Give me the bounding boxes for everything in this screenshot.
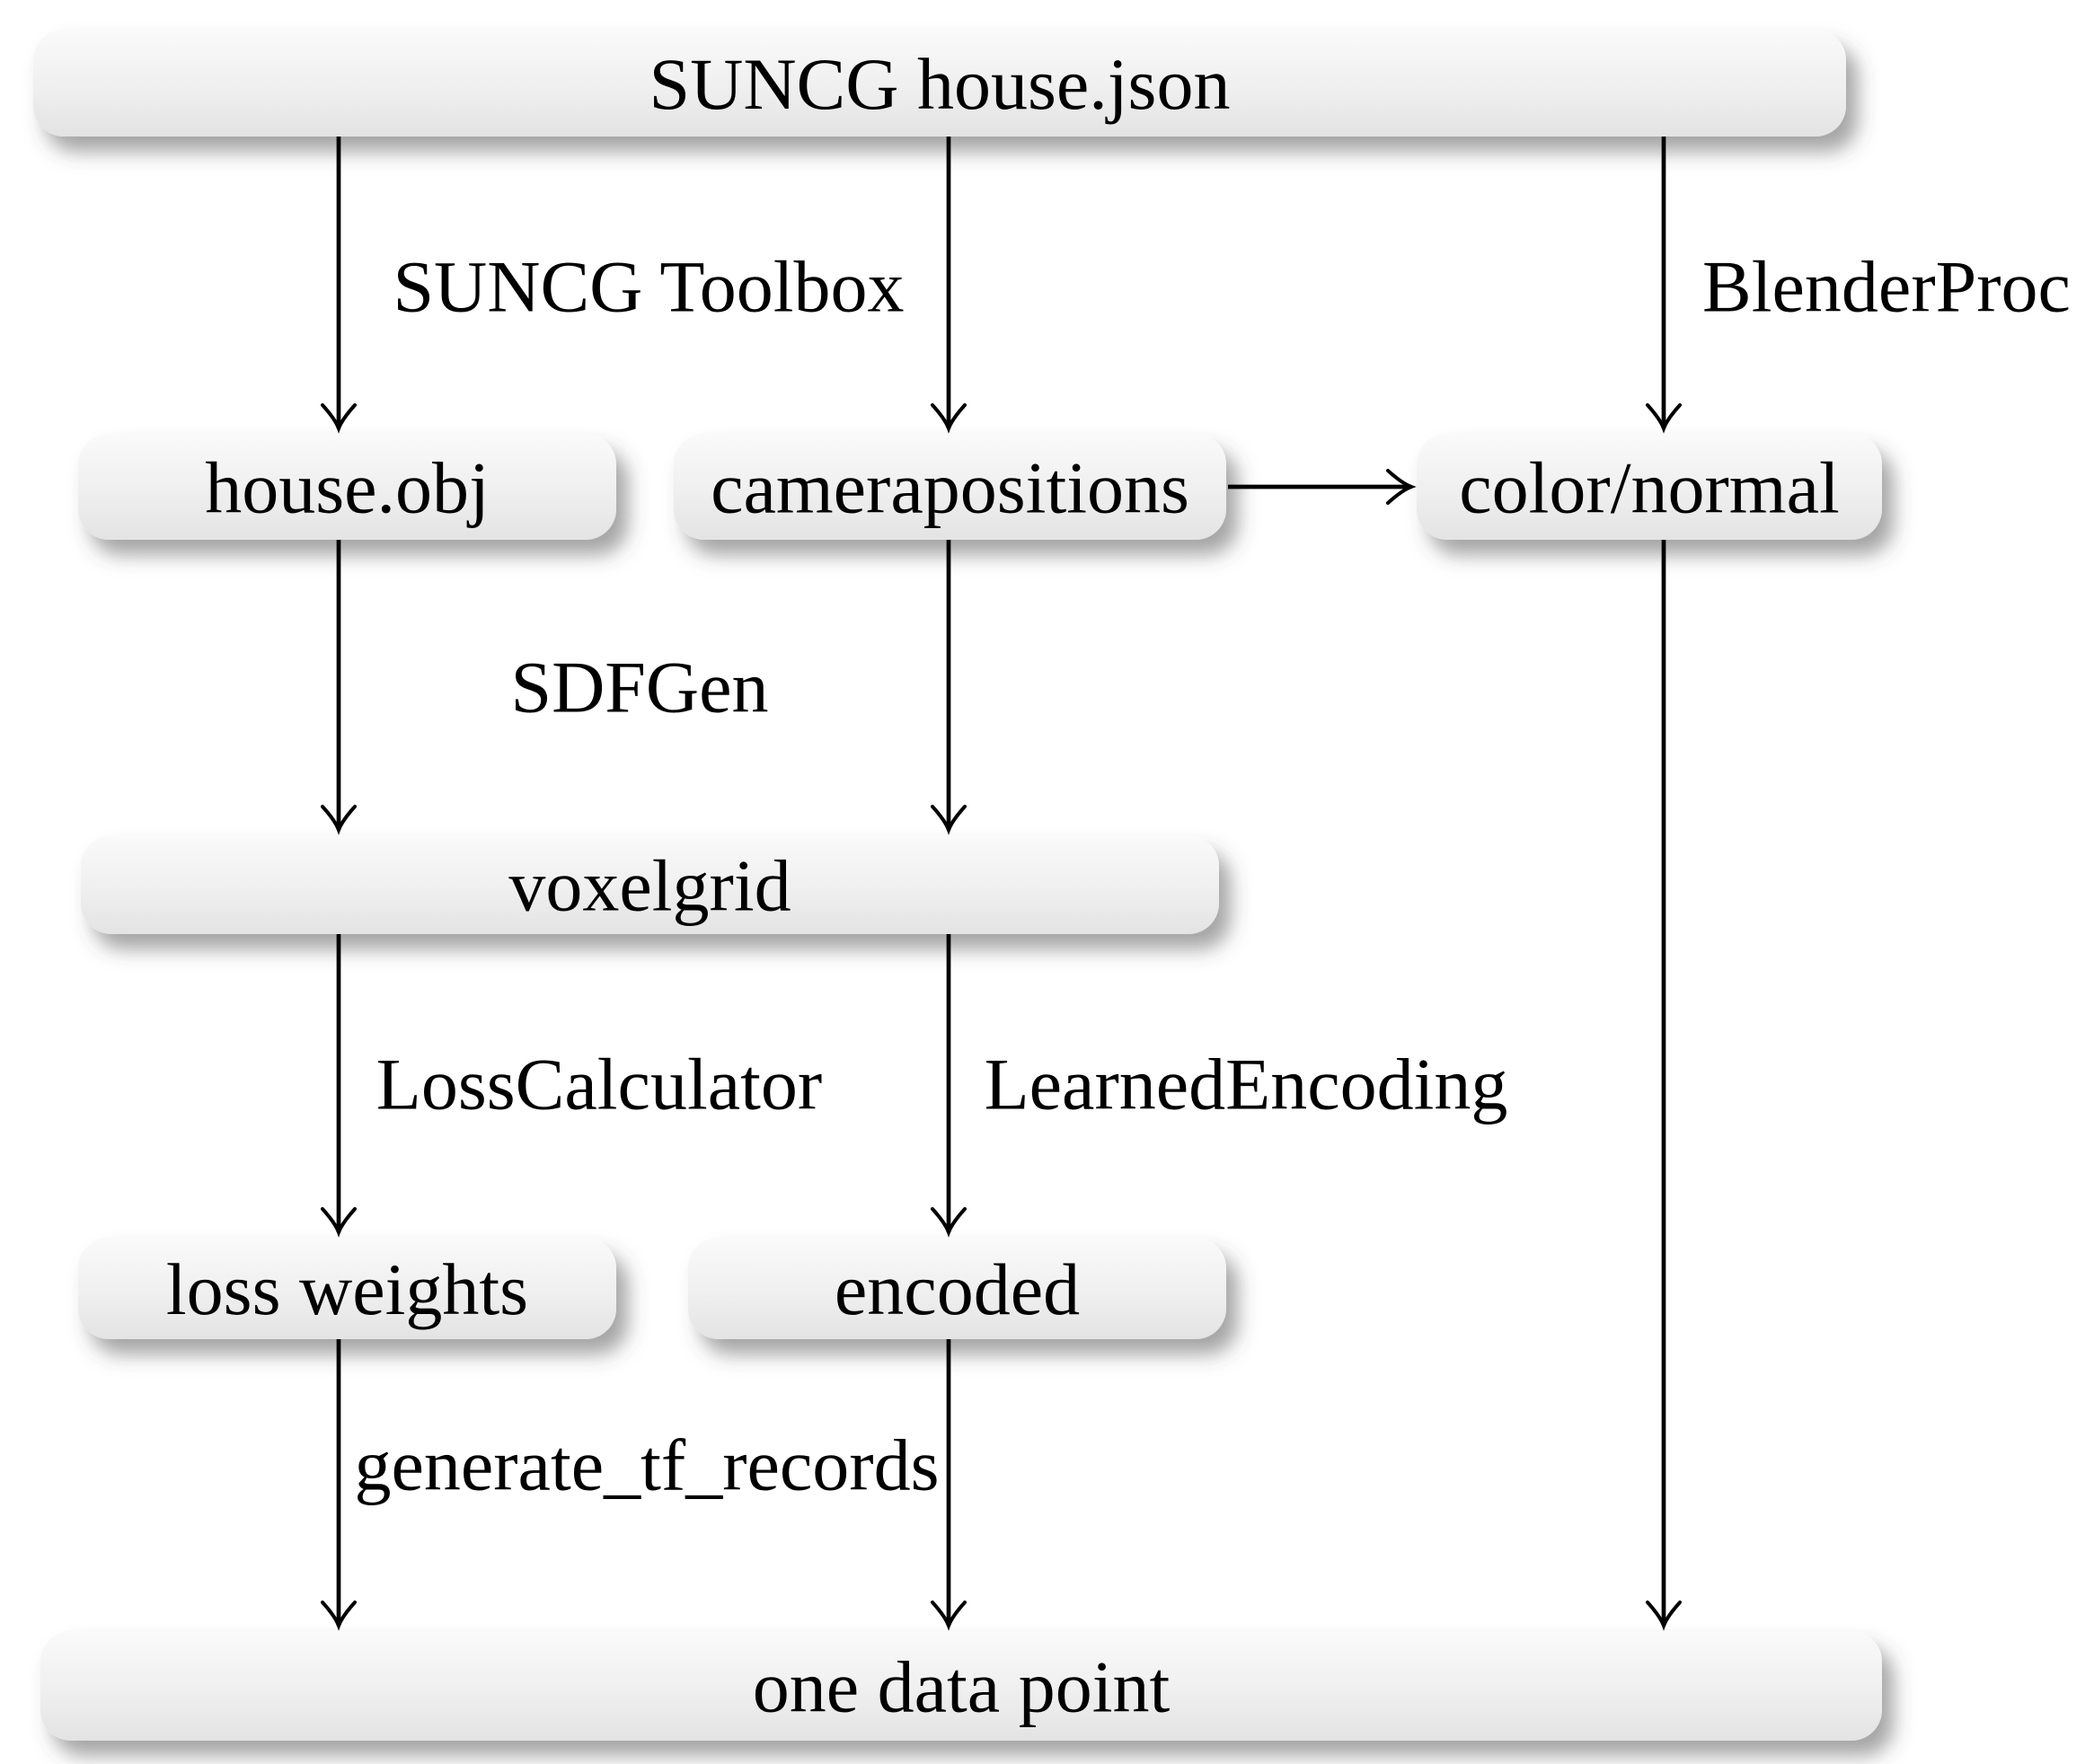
node-color-normal: color/normal bbox=[1417, 434, 1882, 540]
node-label-voxelgrid: voxelgrid bbox=[508, 844, 791, 926]
node-label-color-normal: color/normal bbox=[1459, 446, 1840, 528]
node-camerapositions: camerapositions bbox=[674, 434, 1226, 540]
node-loss-weights: loss weights bbox=[78, 1238, 616, 1339]
node-label-suncg-house-json: SUNCG house.json bbox=[649, 43, 1231, 125]
node-label-loss-weights: loss weights bbox=[166, 1248, 528, 1330]
edge-label-learnedencoding: LearnedEncoding bbox=[985, 1043, 1508, 1125]
edge-label-blenderproc: BlenderProc bbox=[1702, 245, 2071, 327]
edge-label-sdfgen: SDFGen bbox=[510, 646, 768, 728]
node-one-data-point: one data point bbox=[40, 1631, 1882, 1741]
node-label-house-obj: house.obj bbox=[205, 446, 490, 528]
edge-label-generate-tf-records: generate_tf_records bbox=[354, 1424, 939, 1505]
node-box-suncg-house-json bbox=[33, 30, 1846, 137]
node-box-house-obj bbox=[78, 434, 616, 540]
node-box-encoded bbox=[688, 1238, 1226, 1339]
node-box-loss-weights bbox=[78, 1238, 616, 1339]
node-encoded: encoded bbox=[688, 1238, 1226, 1339]
edge-label-losscalculator: LossCalculator bbox=[376, 1043, 822, 1125]
node-box-camerapositions bbox=[674, 434, 1226, 540]
node-box-voxelgrid bbox=[81, 835, 1219, 934]
node-label-encoded: encoded bbox=[835, 1248, 1080, 1330]
node-box-one-data-point bbox=[40, 1631, 1882, 1741]
node-suncg-house-json: SUNCG house.json bbox=[33, 30, 1846, 137]
node-box-color-normal bbox=[1417, 434, 1882, 540]
node-house-obj: house.obj bbox=[78, 434, 616, 540]
edge-label-suncg-toolbox: SUNCG Toolbox bbox=[393, 245, 904, 327]
node-voxelgrid: voxelgrid bbox=[81, 835, 1219, 934]
node-label-one-data-point: one data point bbox=[753, 1645, 1171, 1727]
node-label-camerapositions: camerapositions bbox=[711, 446, 1189, 528]
